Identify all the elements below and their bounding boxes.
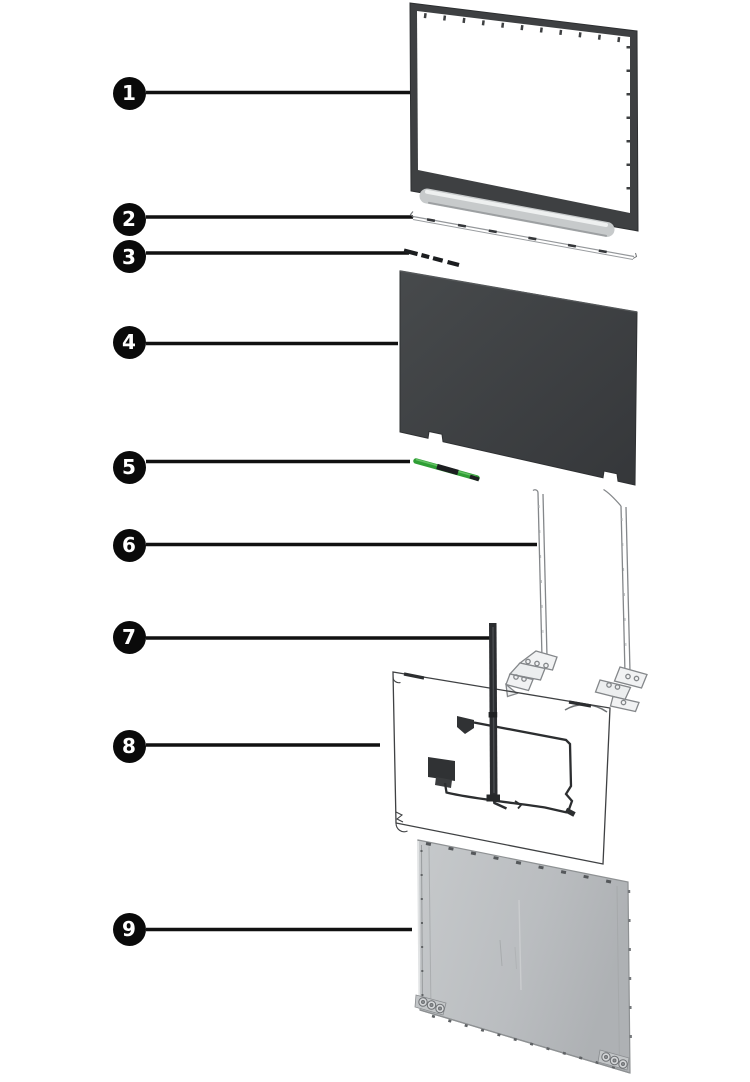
callout-number-2: 2 [122,207,136,231]
callout-badge-5: 5 [112,450,146,484]
callout-badge-4: 4 [112,325,146,359]
callout-badge-6: 6 [112,528,146,562]
callout-number-5: 5 [122,455,136,479]
callout-number-8: 8 [122,734,136,758]
callout-number-7: 7 [122,625,136,649]
callout-badge-7: 7 [112,620,146,654]
tape-strip-part [403,248,460,268]
back-cover-part [414,839,633,1074]
callout-badge-3: 3 [112,240,146,273]
callout-number-1: 1 [122,81,136,105]
display-cable-part [486,623,508,810]
callout-number-9: 9 [122,917,136,941]
callout-badge-2: 2 [112,202,146,236]
callout-badge-9: 9 [112,912,146,946]
antenna-cable-kit-part [392,671,611,865]
callout-number-6: 6 [122,533,136,557]
callout-badge-8: 8 [112,729,146,763]
circuit-board-part [413,458,480,482]
leader-lines [146,90,537,932]
bezel-frame-part [409,2,639,237]
callout-badge-1: 1 [112,76,146,110]
thin-bracket-strip-part [409,211,638,260]
hinge-kit-part [505,488,648,713]
callout-number-3: 3 [122,244,136,269]
callout-number-4: 4 [122,330,136,354]
display-panel-part [399,270,638,486]
